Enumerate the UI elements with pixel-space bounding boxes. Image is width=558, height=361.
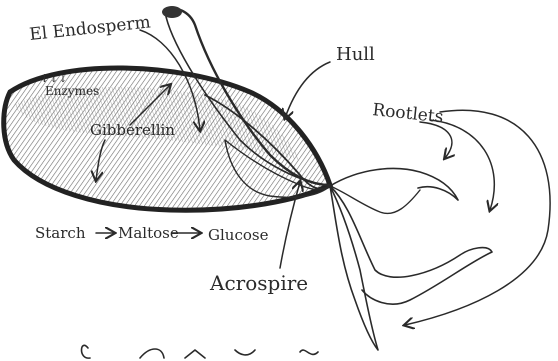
label-acrospire: Acrospire [209, 271, 308, 295]
rootlets-arrow-1 [420, 122, 452, 158]
rootlet-3 [330, 186, 378, 350]
bottom-scribble [82, 345, 319, 358]
label-hull: Hull [336, 44, 375, 65]
rootlet-2 [330, 186, 492, 304]
label-maltose: Maltose [118, 224, 179, 242]
label-enzymes: Enzymes [45, 84, 99, 98]
acrospire-tip [162, 6, 182, 18]
hull-arrow [285, 62, 330, 118]
label-glucose: Glucose [208, 226, 269, 244]
label-endosperm: El Endosperm [28, 12, 151, 45]
label-rootlets: Rootlets [371, 100, 444, 127]
label-starch: Starch [35, 224, 86, 242]
label-gibberellin: Gibberellin [90, 121, 175, 139]
rootlet-4 [330, 186, 420, 213]
rootlets-arrow-2 [430, 120, 494, 210]
rootlets-arrow-3 [405, 110, 550, 325]
